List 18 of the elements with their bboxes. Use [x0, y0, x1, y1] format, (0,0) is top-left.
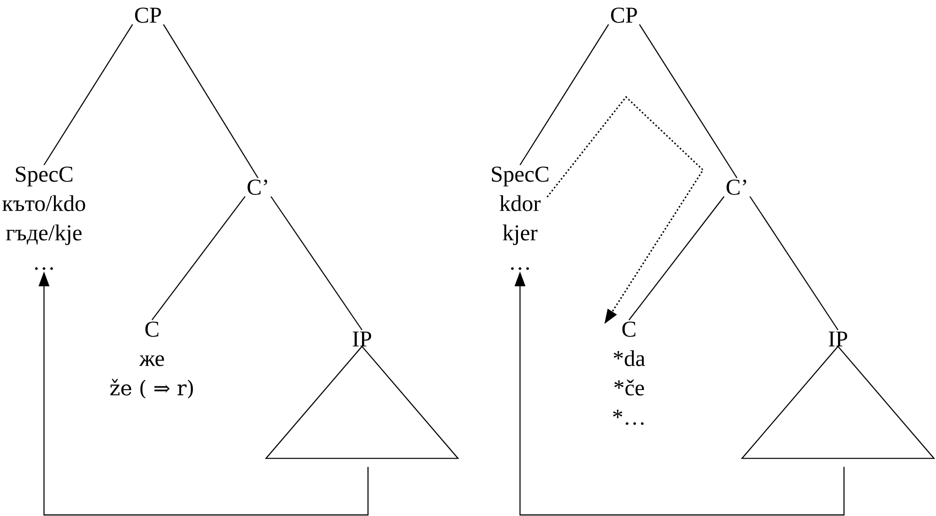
tree-label: CP	[611, 8, 637, 23]
tree-branch	[639, 24, 738, 178]
tree-label: C’	[726, 180, 746, 195]
tree-label-stack: C *da *če *…	[613, 322, 646, 425]
tree-label-stack: C же že ( ⇒ r)	[110, 322, 193, 398]
tree-branch	[750, 196, 838, 330]
tree-label: CP	[135, 8, 161, 23]
tree-label-stack: SpecC къто/kdo гъде/kje …	[2, 166, 86, 270]
tree-branch	[628, 196, 724, 320]
tree-branch	[152, 196, 246, 320]
tree-branch	[163, 24, 258, 178]
tree-label: C’	[248, 180, 268, 195]
tree-branch	[270, 196, 362, 330]
tree-branch	[44, 24, 133, 166]
tree-label: IP	[828, 332, 848, 346]
tree-label-stack: SpecC kdor kjer …	[492, 166, 548, 270]
tree-branch	[520, 24, 609, 166]
tree-label: IP	[352, 332, 372, 346]
